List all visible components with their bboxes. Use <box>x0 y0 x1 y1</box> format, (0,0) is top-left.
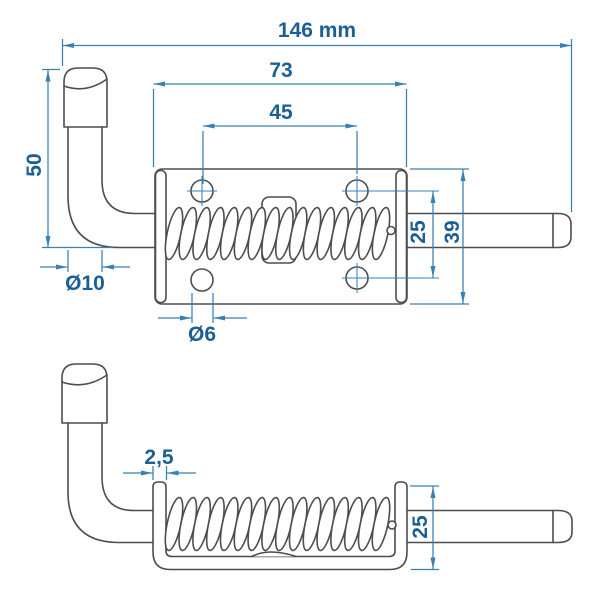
hole-crosshair <box>187 176 217 206</box>
dim-label-channel-height: 25 <box>409 515 432 539</box>
dim-label-plate-height: 39 <box>441 220 464 243</box>
bolt-tip-side <box>552 509 573 544</box>
side-view: 2,5 25 <box>61 363 573 571</box>
dim-hole-spacing: 45 <box>202 101 358 184</box>
dim-rod-diameter: Ø10 <box>40 250 130 295</box>
dim-label-hole-diameter: Ø6 <box>188 323 216 346</box>
dim-plate-width: 73 <box>152 59 408 167</box>
spring-coil <box>371 206 391 261</box>
handle <box>63 67 156 249</box>
handle-side <box>61 363 154 544</box>
dim-hole-diameter: Ø6 <box>158 293 247 346</box>
handle-cap-seam <box>63 78 108 90</box>
handle-shaft-inner <box>101 126 156 215</box>
dim-label-overall-length: 146 mm <box>278 19 356 42</box>
dim-handle-height: 50 <box>23 68 113 249</box>
dim-label-handle-height: 50 <box>23 153 46 176</box>
bolt-tip <box>552 212 572 249</box>
plate-right-fold <box>395 169 408 304</box>
extension-lines <box>410 168 469 305</box>
handle-shaft-inner-side <box>101 422 154 512</box>
keeper-tab-side <box>251 551 297 558</box>
spring-side <box>164 496 391 552</box>
dim-overall-length: 146 mm <box>61 19 573 212</box>
dim-label-rod-diameter: Ø10 <box>65 272 105 295</box>
extension-lines <box>42 68 113 249</box>
spring <box>164 206 391 261</box>
handle-cap-side <box>61 363 108 424</box>
top-view: 146 mm 73 45 50 Ø10 <box>23 19 573 346</box>
handle-cap-seam-side <box>61 374 108 386</box>
dim-label-hole-row-spacing: 25 <box>407 220 430 244</box>
extension-lines <box>67 250 103 272</box>
hole-crosshair <box>342 263 439 293</box>
dim-plate-height: 39 <box>410 168 469 305</box>
mounting-holes <box>187 176 439 293</box>
dim-label-plate-thickness: 2,5 <box>144 446 174 469</box>
handle-cap <box>63 67 108 128</box>
extension-lines <box>152 89 408 167</box>
hole-crosshair <box>342 176 439 206</box>
dim-plate-thickness: 2,5 <box>123 446 196 480</box>
handle-shaft-outer <box>67 126 156 249</box>
u-channel <box>152 481 408 571</box>
extension-lines <box>191 293 214 323</box>
dim-label-plate-width: 73 <box>269 59 292 82</box>
dim-hole-row-spacing: 25 <box>407 191 436 278</box>
spring-pin <box>386 225 396 236</box>
extension-lines <box>152 466 168 480</box>
dim-channel-height: 25 <box>409 485 439 571</box>
dim-label-hole-spacing: 45 <box>269 101 293 124</box>
extension-lines <box>410 485 439 571</box>
spring-pin-side <box>387 520 397 530</box>
handle-shaft-outer-side <box>67 422 154 544</box>
extension-lines <box>202 131 358 184</box>
mounting-hole-bottom-left <box>190 268 214 292</box>
plate-left-fold <box>154 169 167 304</box>
